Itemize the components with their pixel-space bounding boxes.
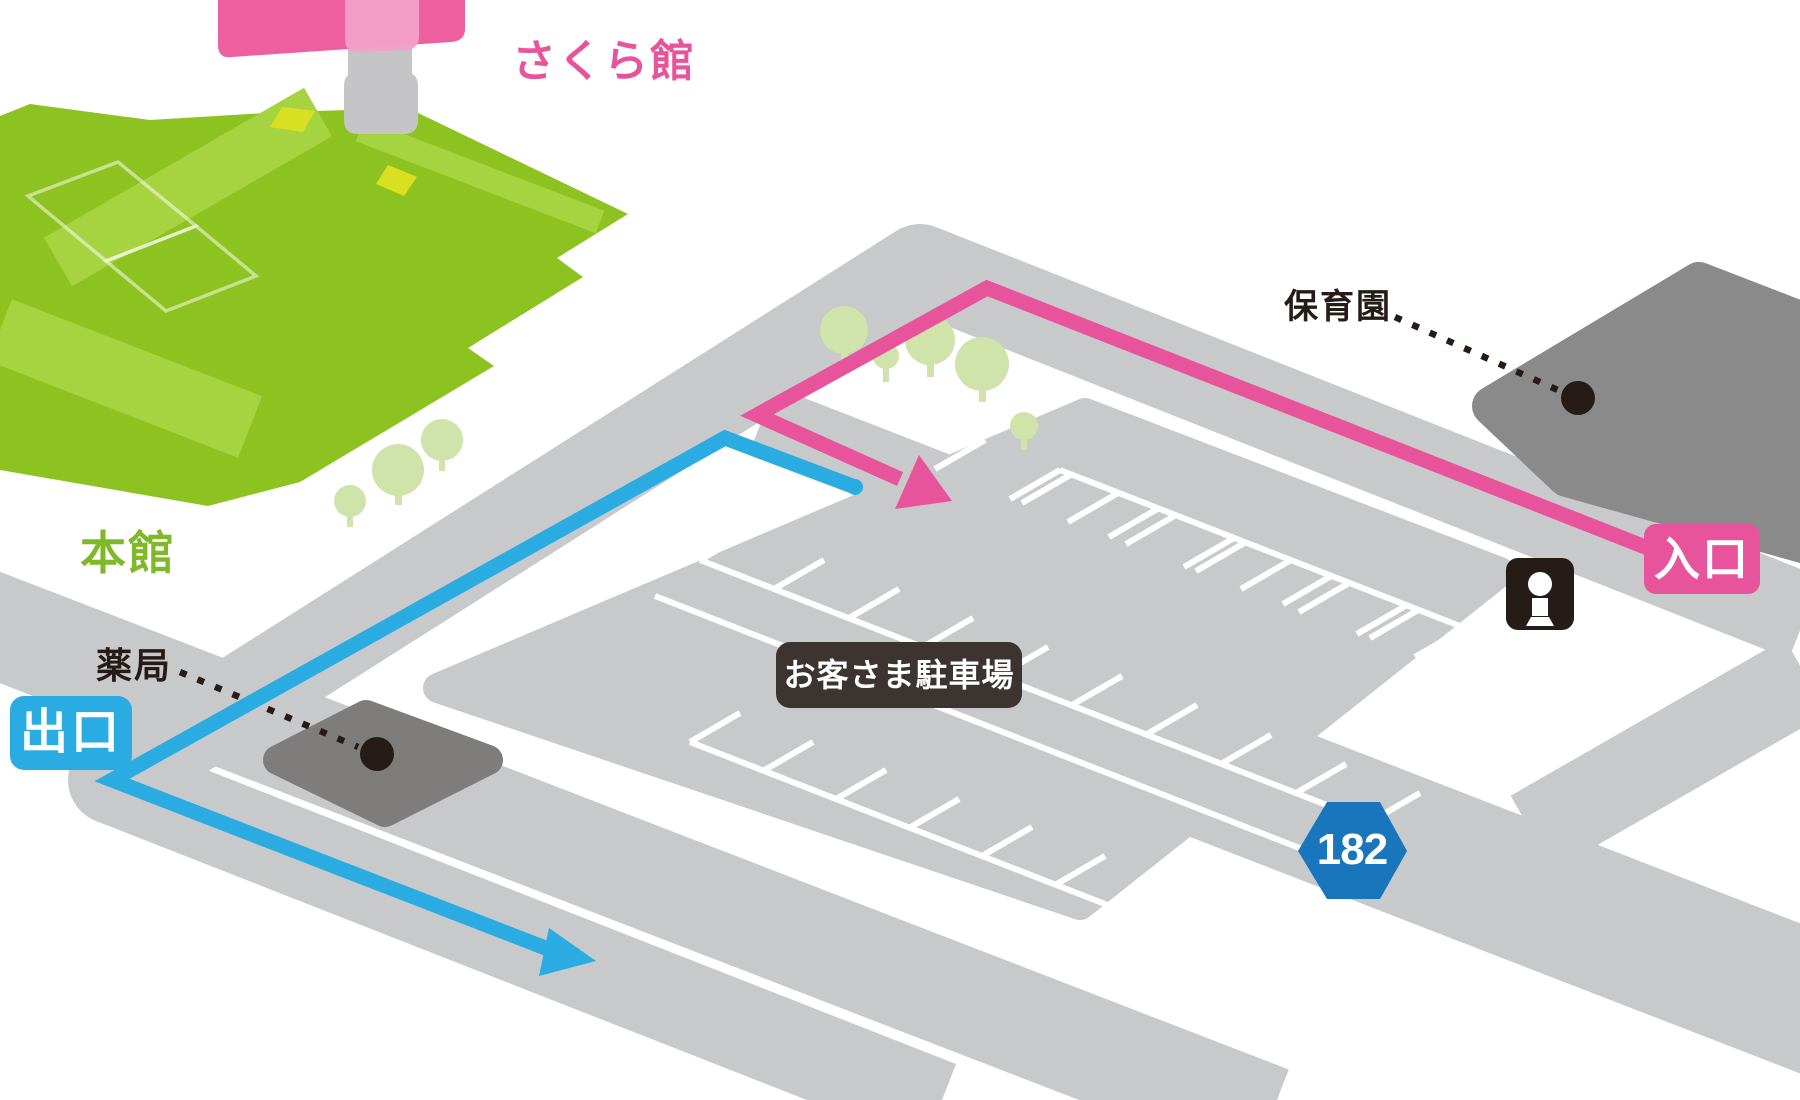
tree-icon: [372, 444, 424, 496]
route-182-sign-shape: [1298, 802, 1407, 899]
tree-icon: [334, 485, 366, 517]
exit-badge: 出口: [10, 696, 132, 770]
main-building-roof-band: [0, 299, 262, 458]
pharmacy-leader-line: [178, 669, 360, 750]
nursery-leader-line: [1393, 314, 1562, 394]
main-building-roof-accent: [376, 165, 417, 196]
nursery-school-label: 保育園: [1284, 288, 1392, 326]
main-building-roof-outlines: [24, 160, 260, 314]
parking-stall-lines: [653, 437, 1467, 916]
tree-icon: [820, 306, 868, 354]
exit-route-line: [94, 429, 858, 956]
tree-icon: [883, 360, 889, 382]
tree-icon: [421, 419, 463, 461]
main-building-body: [0, 104, 628, 506]
sakura-building: [218, 0, 465, 134]
parking-gate-icon-post: [1532, 598, 1548, 616]
main-building-roof-accent: [270, 107, 315, 132]
exit-route: [94, 429, 863, 976]
main-building: [0, 87, 628, 506]
parking-gate-icon-base: [1526, 617, 1554, 626]
side-street: [1510, 638, 1800, 871]
tree-icon: [1010, 412, 1038, 440]
pharmacy-label: 薬局: [96, 645, 173, 686]
nursery-building-body: [1472, 262, 1800, 563]
parking-gate-icon: [1506, 558, 1574, 630]
parking-gate-icon-head: [1528, 572, 1552, 596]
exit-route-arrowhead: [539, 928, 596, 976]
entrance-route-arrowhead: [895, 455, 952, 509]
tree-icon: [955, 337, 1009, 391]
sakura-building-label: さくら館: [512, 37, 696, 86]
pharmacy-marker-dot: [360, 737, 394, 771]
pharmacy-building: [263, 700, 503, 827]
sakura-building-body: [218, 0, 465, 58]
customer-parking-badge: お客さま駐車場: [776, 642, 1022, 708]
main-building-roof-band: [355, 118, 605, 234]
entrance-route-line: [740, 279, 1661, 559]
nursery-marker-dot: [1561, 381, 1595, 415]
main-building-roof-band: [44, 87, 332, 287]
nursery-building: [1472, 262, 1800, 563]
entrance-route: [740, 279, 1661, 559]
trees: [334, 306, 1038, 527]
sakura-building-corridor: [345, 0, 419, 53]
entrance-badge: 入口: [1644, 524, 1760, 594]
main-building-label: 本館: [80, 527, 176, 579]
walkway-to-main-building: [344, 72, 418, 134]
route-182-sign-number: 182: [1316, 825, 1388, 874]
